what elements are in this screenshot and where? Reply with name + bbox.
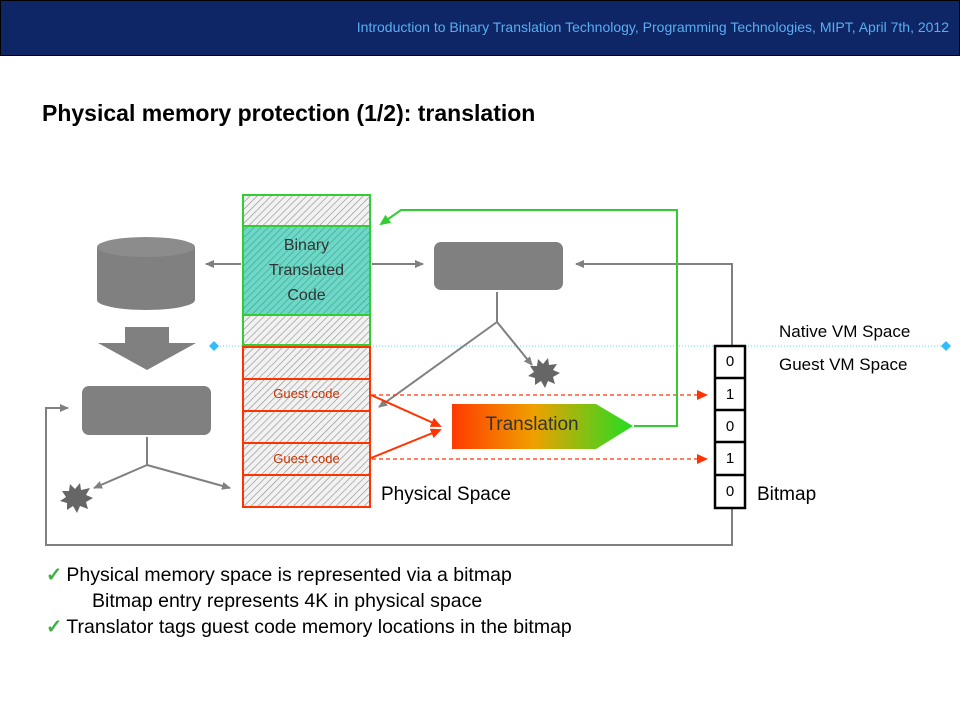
- check-icon: ✓: [46, 564, 63, 586]
- memory-block-native-top: [242, 194, 371, 227]
- binary-translated-code-label: Binary Translated Code: [243, 233, 370, 308]
- header-text: Introduction to Binary Translation Techn…: [356, 19, 949, 35]
- btc-line-3: Code: [287, 287, 326, 304]
- bullet-item: ✓Physical memory space is represented vi…: [46, 564, 512, 586]
- bitmap-bit-2: 0: [725, 418, 735, 435]
- memory-block-guest-code-2: [242, 442, 371, 476]
- check-icon: ✓: [46, 616, 63, 638]
- memory-block-guest-2: [242, 410, 371, 444]
- bitmap-bit-0: 0: [725, 353, 735, 370]
- slide-title: Physical memory protection (1/2): transl…: [42, 100, 536, 126]
- bitmap-box: [713, 344, 747, 510]
- native-fork-left: [378, 321, 498, 408]
- bullet-subitem: Bitmap entry represents 4K in physical s…: [92, 590, 483, 612]
- btc-line-1: Binary: [283, 237, 330, 254]
- guest-code-label-2: Guest code: [273, 451, 340, 466]
- bitmap-feedback-line: [45, 404, 733, 546]
- down-block-arrow: [98, 327, 196, 370]
- bitmap-bit-3: 1: [725, 450, 735, 467]
- memory-block-native-bottom: [242, 314, 371, 346]
- native-process-box: [434, 242, 563, 290]
- guest-fork-left: [93, 464, 148, 489]
- fault-burst-icon: [528, 358, 560, 388]
- disk-icon: [97, 237, 195, 310]
- memory-block-guest-3: [242, 474, 371, 508]
- physical-space-label: Physical Space: [381, 484, 511, 505]
- guest-fork-right: [146, 464, 231, 490]
- header-bar: Introduction to Binary Translation Techn…: [0, 0, 960, 56]
- guest-vm-space-label: Guest VM Space: [779, 355, 908, 374]
- guest-code-label-1: Guest code: [273, 386, 340, 401]
- guest-code-2-to-translation: [370, 428, 442, 459]
- translation-to-code-line: [379, 209, 678, 427]
- fault-burst-icon: [60, 483, 93, 513]
- bullet-list: ✓Physical memory space is represented vi…: [46, 562, 572, 640]
- btc-line-2: Translated: [269, 262, 344, 279]
- translation-label: Translation: [485, 414, 579, 435]
- native-vm-space-label: Native VM Space: [779, 322, 911, 341]
- bitmap-label: Bitmap: [757, 484, 817, 505]
- guest-code-1-to-translation: [370, 394, 442, 427]
- boundary-left-marker: [209, 341, 219, 351]
- memory-block-guest-code-1: [242, 378, 371, 412]
- memory-block-guest-1: [242, 346, 371, 380]
- guest-process-box: [82, 386, 211, 435]
- bitmap-to-native-line: [575, 260, 733, 345]
- native-fork-right: [496, 321, 533, 366]
- bitmap-bit-1: 1: [725, 386, 735, 403]
- boundary-right-marker: [941, 341, 951, 351]
- translation-arrow: [452, 404, 633, 449]
- bitmap-bit-4: 0: [725, 483, 735, 500]
- bullet-item: ✓Translator tags guest code memory locat…: [46, 616, 572, 638]
